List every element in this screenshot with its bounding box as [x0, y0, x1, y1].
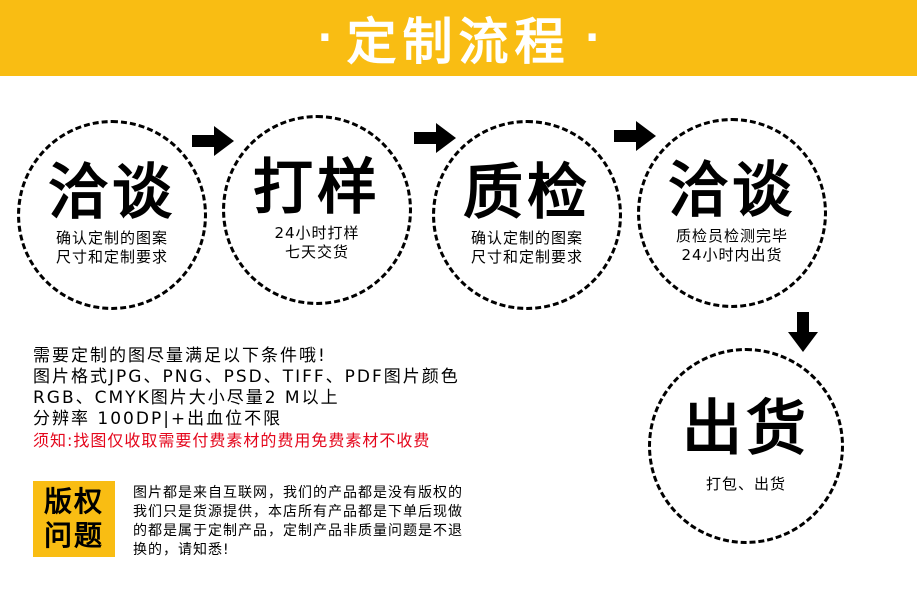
condition-line: 分辨率 100DP|+出血位不限 [33, 409, 283, 429]
notice-line: 须知:找图仅收取需要付费素材的费用免费素材不收费 [33, 431, 431, 450]
step-desc-line: 确认定制的图案 [470, 229, 583, 247]
copyright-line: 我们只是货源提供，本店所有产品都是下单后现做 [133, 504, 463, 520]
arrow-down-icon [788, 312, 818, 352]
step-desc-line: 尺寸和定制要求 [470, 248, 583, 266]
banner-dot-right: · [584, 15, 600, 61]
step-circle-sample: 打样 24小时打样 七天交货 [222, 115, 412, 305]
step-circle-confirm: 洽谈 质检员检测完毕 24小时内出货 [637, 118, 827, 308]
step-title: 洽谈 [668, 156, 796, 226]
step-circle-negotiate: 洽谈 确认定制的图案 尺寸和定制要求 [17, 120, 207, 310]
step-circle-inspect: 质检 确认定制的图案 尺寸和定制要求 [432, 120, 622, 310]
conditions-block: 需要定制的图尽量满足以下条件哦! 图片格式JPG、PNG、PSD、TIFF、PD… [33, 346, 613, 451]
arrow-right-icon [414, 123, 456, 153]
badge-line: 问题 [43, 519, 104, 552]
step-desc-line: 质检员检测完毕 [675, 227, 788, 245]
step-desc-line: 七天交货 [284, 243, 349, 261]
page-title: 定制流程 [346, 13, 571, 71]
step-desc-line: 打包、出货 [705, 474, 786, 493]
copyright-line: 的都是属于定制产品，定制产品非质量问题是不退 [133, 523, 463, 539]
copyright-line: 图片都是来自互联网，我们的产品都是没有版权的 [133, 485, 463, 501]
step-circle-ship: 出货 打包、出货 [648, 348, 844, 544]
step-title: 洽谈 [48, 158, 176, 228]
arrow-right-icon [614, 121, 656, 151]
condition-line: 需要定制的图尽量满足以下条件哦! [33, 346, 327, 366]
badge-line: 版权 [43, 485, 104, 518]
step-desc-line: 24小时打样 [274, 224, 360, 242]
condition-line: RGB、CMYK图片大小尽量2 M以上 [33, 388, 340, 408]
condition-line: 图片格式JPG、PNG、PSD、TIFF、PDF图片颜色 [33, 367, 460, 387]
header-banner: · 定制流程 · [0, 0, 917, 76]
copyright-text: 图片都是来自互联网，我们的产品都是没有版权的 我们只是货源提供，本店所有产品都是… [133, 484, 603, 560]
step-title: 出货 [682, 393, 810, 464]
copyright-badge: 版权 问题 [33, 481, 115, 557]
arrow-right-icon [192, 126, 234, 156]
step-desc-line: 尺寸和定制要求 [55, 248, 168, 266]
step-desc-line: 确认定制的图案 [55, 229, 168, 247]
step-desc-line: 24小时内出货 [681, 246, 783, 264]
step-title: 质检 [463, 158, 591, 228]
step-title: 打样 [253, 153, 381, 223]
copyright-line: 换的，请知悉! [133, 542, 230, 558]
banner-dot-left: · [317, 15, 333, 61]
